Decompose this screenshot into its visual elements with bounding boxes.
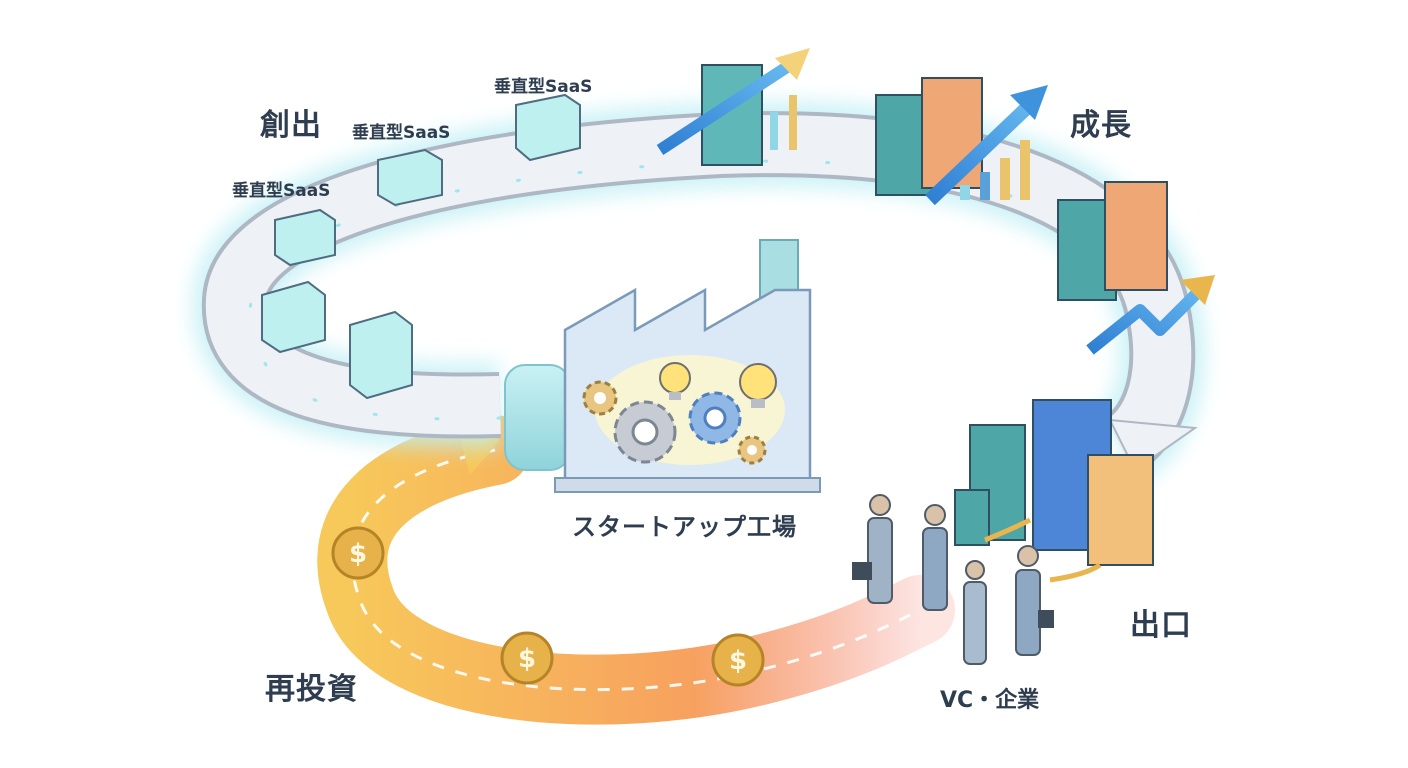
factory-label: スタートアップ工場: [572, 513, 797, 541]
stage-label-growth: 成長: [1070, 108, 1132, 143]
office-building-icon: [274, 208, 336, 267]
saas-label: 垂直型SaaS: [494, 77, 593, 97]
conveyor-track: [192, 101, 1205, 483]
saas-label: 垂直型SaaS: [232, 181, 331, 201]
briefcase-icon: [1038, 610, 1054, 628]
bar-chart-icon: [960, 140, 1030, 200]
office-building-icon: [377, 148, 443, 207]
gear-icon: [613, 400, 677, 464]
gear-icon: [737, 435, 767, 465]
lightbulb-icon: [659, 362, 691, 400]
stage-label-exit: 出口: [1130, 608, 1192, 643]
coin-symbol: $: [729, 646, 747, 676]
dollar-coin-icon: $: [500, 631, 554, 685]
business-person-icon: [1015, 545, 1054, 656]
stage-label-reinvestment: 再投資: [265, 672, 358, 707]
office-building-icon: [1057, 181, 1168, 301]
business-person-icon: [963, 560, 987, 665]
coin-symbol: $: [349, 539, 367, 569]
business-person-icon: [922, 504, 948, 611]
office-building-icon: [875, 77, 983, 196]
office-building-icon: [349, 310, 413, 400]
office-building-icon: [954, 399, 1154, 566]
lightbulb-icon: [739, 363, 777, 408]
growth-arrow-icon: [656, 48, 810, 156]
factory-icon: [554, 239, 821, 493]
bar-chart-icon: [770, 95, 797, 150]
business-person-icon: [852, 494, 893, 604]
office-building-icon: [261, 280, 326, 354]
briefcase-icon: [852, 562, 872, 580]
gear-icon: [688, 391, 742, 445]
growth-arrow-icon: [1086, 275, 1215, 355]
dollar-coin-icon: $: [711, 633, 765, 687]
dollar-coin-icon: $: [331, 526, 385, 580]
growth-arrow-icon: [925, 85, 1048, 206]
stage-label-creation: 創出: [260, 108, 322, 143]
saas-label: 垂直型SaaS: [352, 123, 451, 143]
office-building-icon: [515, 93, 581, 162]
intake-tube: [504, 364, 571, 471]
investors-label: VC・企業: [940, 688, 1040, 713]
gear-icon: [582, 380, 618, 416]
coin-symbol: $: [518, 644, 536, 674]
